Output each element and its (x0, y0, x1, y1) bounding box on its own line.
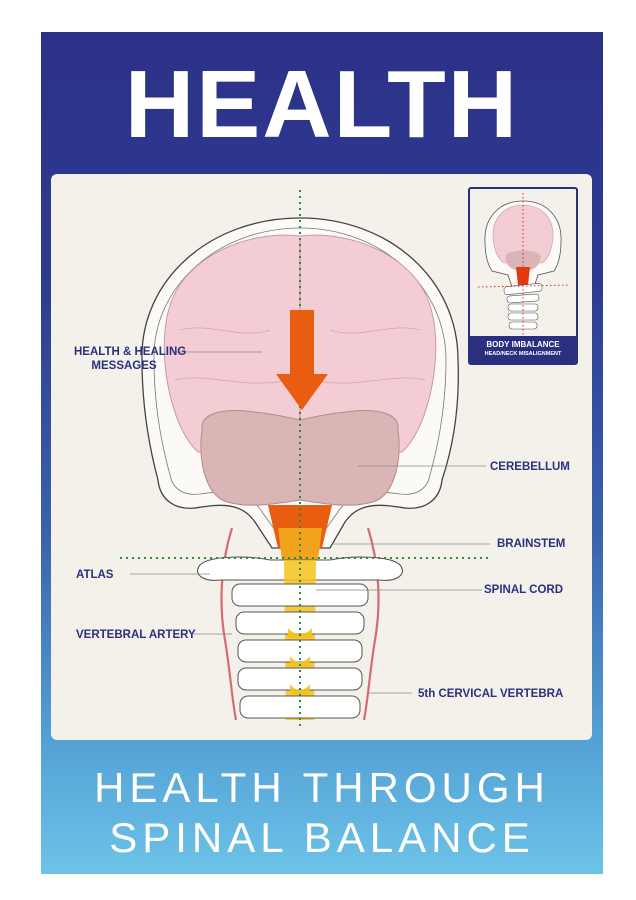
vertebral-artery-left (220, 527, 238, 721)
label-vertebral-artery: VERTEBRAL ARTERY (76, 629, 196, 641)
body-imbalance-inset: BODY IMBALANCE HEAD/NECK MISALIGNMENT (468, 187, 578, 365)
label-messages-line1: HEALTH & HEALING (74, 346, 187, 358)
inset-caption-subtitle: HEAD/NECK MISALIGNMENT (484, 351, 562, 357)
nerve-message-arrow (276, 310, 328, 410)
label-spinal-cord: SPINAL CORD (484, 584, 564, 596)
footer-line-2: SPINAL BALANCE (109, 814, 535, 861)
footer-line-1: HEALTH THROUGH (94, 764, 550, 811)
inset-caption-title: BODY IMBALANCE (486, 340, 560, 349)
label-brainstem: BRAINSTEM (497, 538, 566, 550)
label-atlas: ATLAS (76, 569, 114, 581)
cerebellum (200, 410, 400, 506)
poster-title: HEALTH (124, 51, 520, 158)
inset-diagram (477, 193, 571, 335)
leader-lines (130, 351, 490, 694)
label-messages: HEALTH & HEALING MESSAGES (74, 345, 187, 373)
label-cerebellum: CEREBELLUM (490, 461, 570, 473)
inset-caption: BODY IMBALANCE HEAD/NECK MISALIGNMENT (470, 336, 576, 363)
label-messages-line2: MESSAGES (91, 360, 157, 372)
vertebral-artery-right (362, 527, 380, 721)
label-cervical-vertebra: 5th CERVICAL VERTEBRA (418, 688, 564, 700)
